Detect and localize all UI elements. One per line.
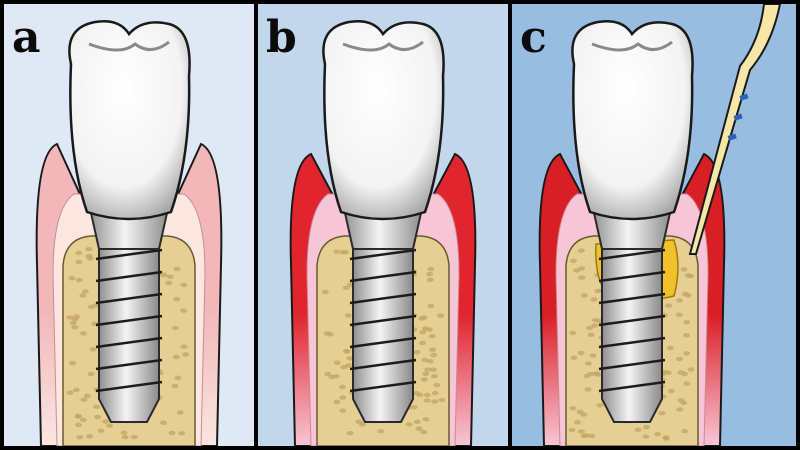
panel-a-illustration: [4, 4, 254, 446]
implant-threads: [349, 248, 417, 393]
panel-b-illustration: [258, 4, 508, 446]
crown-occlusal-groove: [591, 40, 673, 52]
crown-icon: [68, 20, 191, 221]
implant-screw-icon: [601, 248, 663, 423]
panel-c: c: [512, 4, 796, 446]
panel-a: a: [4, 4, 254, 446]
implant-threads: [598, 248, 666, 393]
panel-b-label: b: [266, 12, 297, 63]
implant-screw-icon: [352, 248, 414, 423]
crown-occlusal-groove: [342, 40, 424, 52]
panel-c-illustration: [512, 4, 796, 446]
crown-occlusal-groove: [88, 40, 170, 52]
implant-screw-icon: [98, 248, 160, 423]
crown-icon: [571, 20, 694, 221]
crown-icon: [322, 20, 445, 221]
panel-b: b: [258, 4, 508, 446]
periodontal-probe-icon: [688, 4, 782, 255]
panel-a-label: a: [12, 12, 41, 63]
implant-threads: [95, 248, 163, 393]
panel-c-label: c: [520, 12, 547, 63]
